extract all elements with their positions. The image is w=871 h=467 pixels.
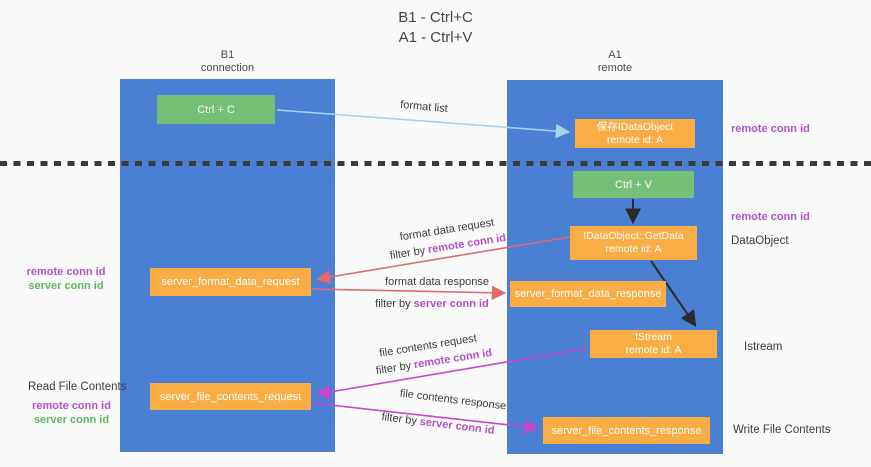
server-format-data-request-box: server_format_data_request [150,268,311,296]
filter-by-text: filter by [375,359,413,378]
left-server-conn-id-bottom: server conn id [33,414,110,426]
filter-by-text: filter by [380,411,418,428]
format-data-response-arrow [310,285,507,300]
ctrl-c-label: Ctrl + C [197,103,235,116]
ctrl-v-box: Ctrl + V [573,171,694,198]
ctrl-c-box: Ctrl + C [157,95,275,124]
title-line-2: A1 - Ctrl+V [398,29,473,46]
server-file-contents-request-box: server_file_contents_request [150,383,311,410]
left-remote-conn-id-bottom: remote conn id [32,400,111,412]
left-column-header: B1 connection [120,49,335,75]
server-conn-id-text: server conn id [413,298,489,310]
dashed-separator [0,161,871,166]
filter-by-text: filter by [389,244,427,263]
right-remote-conn-id-mid: remote conn id [731,211,810,223]
format-list-text: format list [399,98,449,116]
file-contents-response-text: file contents response [399,387,507,413]
idataobject-getdata-box: IDataObject::GetData remote id: A [570,226,697,260]
left-remote-conn-id-top: remote conn id [26,266,106,278]
write-file-contents-label: Write File Contents [733,424,831,436]
istream-line2: remote id: A [625,344,682,356]
left-column-subtitle: connection [200,62,255,74]
format-data-response-label: format data response [385,276,489,288]
right-column-header: A1 remote [507,49,723,75]
server-file-contents-request-label: server_file_contents_request [159,390,302,403]
istream-side-label: Istream [744,341,783,353]
right-column-name: A1 [608,49,622,61]
server-format-data-request-label: server_format_data_request [161,276,300,288]
server-conn-id-text: server conn id [419,415,496,437]
file-contents-response-label: file contents response [399,388,507,413]
getdata-line1: IDataObject::GetData [583,230,684,242]
diagram-title: B1 - Ctrl+C A1 - Ctrl+V [0,8,871,48]
format-data-response-text: format data response [385,276,489,288]
saved-idataobject-line2: remote id: A [606,133,664,146]
getdata-line2: remote id: A [605,243,662,255]
left-conn-id-group-top: remote conn id server conn id [22,265,110,293]
saved-idataobject-line1: 保存IDataObject [596,120,674,133]
dataobject-label: DataObject [731,235,789,247]
format-list-label: format list [400,99,449,115]
server-format-data-response-box: server_format_data_response [510,281,666,307]
istream-line1: IStream [635,331,672,343]
server-file-contents-response-label: server_file_contents_response [551,424,702,437]
left-conn-id-group-bottom: remote conn id server conn id [24,399,119,427]
title-line-1: B1 - Ctrl+C [398,9,473,26]
filter-by-server-conn-id-label-1: filter by server conn id [375,298,489,310]
istream-box: IStream remote id: A [590,330,717,358]
filter-by-server-conn-id-label-2: filter by server conn id [381,411,495,437]
server-format-data-response-label: server_format_data_response [514,288,662,300]
read-file-contents-label: Read File Contents [28,381,127,393]
server-file-contents-response-box: server_file_contents_response [543,417,710,444]
right-remote-conn-id-top: remote conn id [731,123,810,135]
right-column-subtitle: remote [597,62,633,74]
left-server-conn-id-top: server conn id [28,280,104,292]
ctrl-v-label: Ctrl + V [615,178,652,191]
left-column-name: B1 [220,49,235,61]
saved-idataobject-box: 保存IDataObject remote id: A [575,119,695,148]
filter-by-text: filter by [375,298,411,310]
